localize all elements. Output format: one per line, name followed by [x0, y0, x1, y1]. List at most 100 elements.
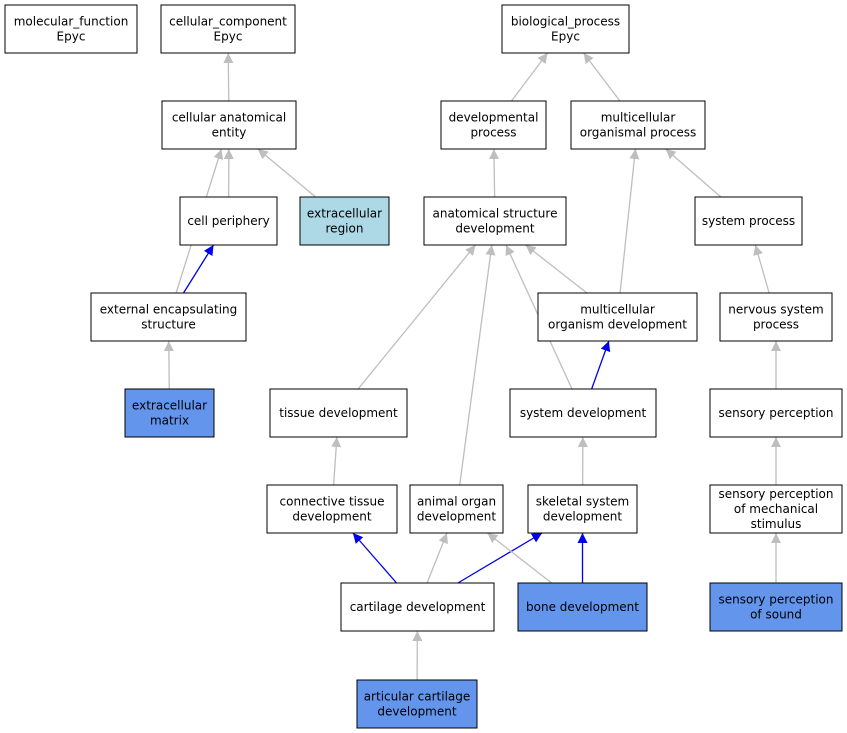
- edge-cae-to-cc: [223, 52, 234, 102]
- node-box: [509, 388, 657, 438]
- node-label-line: development: [292, 510, 371, 524]
- node-label-line: of mechanical: [734, 502, 818, 516]
- node-label-line: process: [753, 318, 799, 332]
- edge-er-to-cae: [257, 148, 317, 198]
- edge-ctd-to-td: [331, 436, 342, 486]
- node-cp[interactable]: cell periphery: [179, 196, 278, 246]
- edge-td-to-asd: [357, 244, 476, 390]
- node-label-line: molecular_function: [14, 15, 129, 29]
- node-label-line: region: [326, 222, 364, 236]
- node-box: [340, 582, 495, 632]
- node-box: [517, 582, 648, 632]
- edge-mod-to-asd: [525, 244, 588, 294]
- node-label-line: matrix: [150, 414, 189, 428]
- node-label-line: development: [377, 705, 456, 719]
- node-box: [160, 4, 296, 54]
- node-label-line: sensory perception: [719, 487, 834, 501]
- node-box: [423, 196, 567, 246]
- node-box: [709, 388, 843, 438]
- edge-em-to-ees: [163, 340, 174, 390]
- node-label-line: multicellular: [601, 111, 676, 125]
- node-td[interactable]: tissue development: [269, 388, 408, 438]
- edge-aod-to-asd: [459, 244, 496, 486]
- node-label-line: articular cartilage: [364, 690, 471, 704]
- edge-nsp-to-sp: [753, 244, 770, 294]
- node-label-line: process: [470, 126, 516, 140]
- node-bd[interactable]: bone development: [517, 582, 648, 632]
- node-cd[interactable]: cartilage development: [340, 582, 495, 632]
- node-label-line: anatomical structure: [433, 207, 558, 221]
- node-label-line: development: [417, 510, 496, 524]
- node-box: [527, 484, 638, 534]
- node-box: [161, 100, 297, 150]
- node-label-line: organismal process: [580, 126, 697, 140]
- edge-sp-to-mop: [665, 148, 722, 198]
- node-box: [266, 484, 398, 534]
- node-label-line: biological_process: [511, 15, 620, 29]
- node-label-line: cartilage development: [350, 600, 486, 614]
- node-box: [409, 484, 504, 534]
- edge-cd-to-aod: [426, 532, 448, 584]
- node-box: [709, 484, 843, 534]
- node-label-line: stimulus: [751, 517, 802, 531]
- node-label-line: animal organ: [417, 495, 496, 509]
- node-label-line: sensory perception: [719, 406, 834, 420]
- nodes-layer: molecular_functionEpyccellular_component…: [4, 4, 843, 729]
- node-label-line: of sound: [750, 608, 802, 622]
- node-sp[interactable]: system process: [694, 196, 803, 246]
- edge-sd-to-mod: [591, 340, 611, 390]
- node-box: [356, 679, 478, 729]
- node-box: [709, 582, 843, 632]
- node-label-line: Epyc: [551, 30, 580, 44]
- node-label-line: entity: [212, 126, 247, 140]
- node-sd[interactable]: system development: [509, 388, 657, 438]
- node-label-line: developmental: [449, 111, 539, 125]
- node-box: [124, 388, 215, 438]
- node-box: [570, 100, 706, 150]
- node-label-line: skeletal system: [536, 495, 629, 509]
- node-label-line: development: [543, 510, 622, 524]
- edge-ees-to-cp: [182, 244, 215, 294]
- node-label-line: extracellular: [307, 207, 382, 221]
- node-label-line: sensory perception: [719, 593, 834, 607]
- node-label-line: cellular_component: [169, 15, 287, 29]
- node-label-line: system process: [702, 214, 795, 228]
- node-box: [4, 4, 138, 54]
- node-label-line: development: [455, 222, 534, 236]
- edge-asd-to-dev: [489, 148, 500, 198]
- node-box: [440, 100, 547, 150]
- node-label-line: structure: [141, 318, 195, 332]
- node-box: [537, 292, 698, 342]
- node-label-line: nervous system: [728, 303, 823, 317]
- node-spc[interactable]: sensory perception: [709, 388, 843, 438]
- node-box: [694, 196, 803, 246]
- node-box: [269, 388, 408, 438]
- node-label-line: extracellular: [132, 399, 207, 413]
- node-label-line: cellular anatomical: [172, 111, 286, 125]
- node-label-line: system development: [520, 406, 647, 420]
- edge-mod-to-mop: [619, 148, 640, 294]
- node-label-line: Epyc: [57, 30, 86, 44]
- node-label-line: Epyc: [214, 30, 243, 44]
- edge-mop-to-bp: [583, 52, 621, 102]
- node-box: [501, 4, 630, 54]
